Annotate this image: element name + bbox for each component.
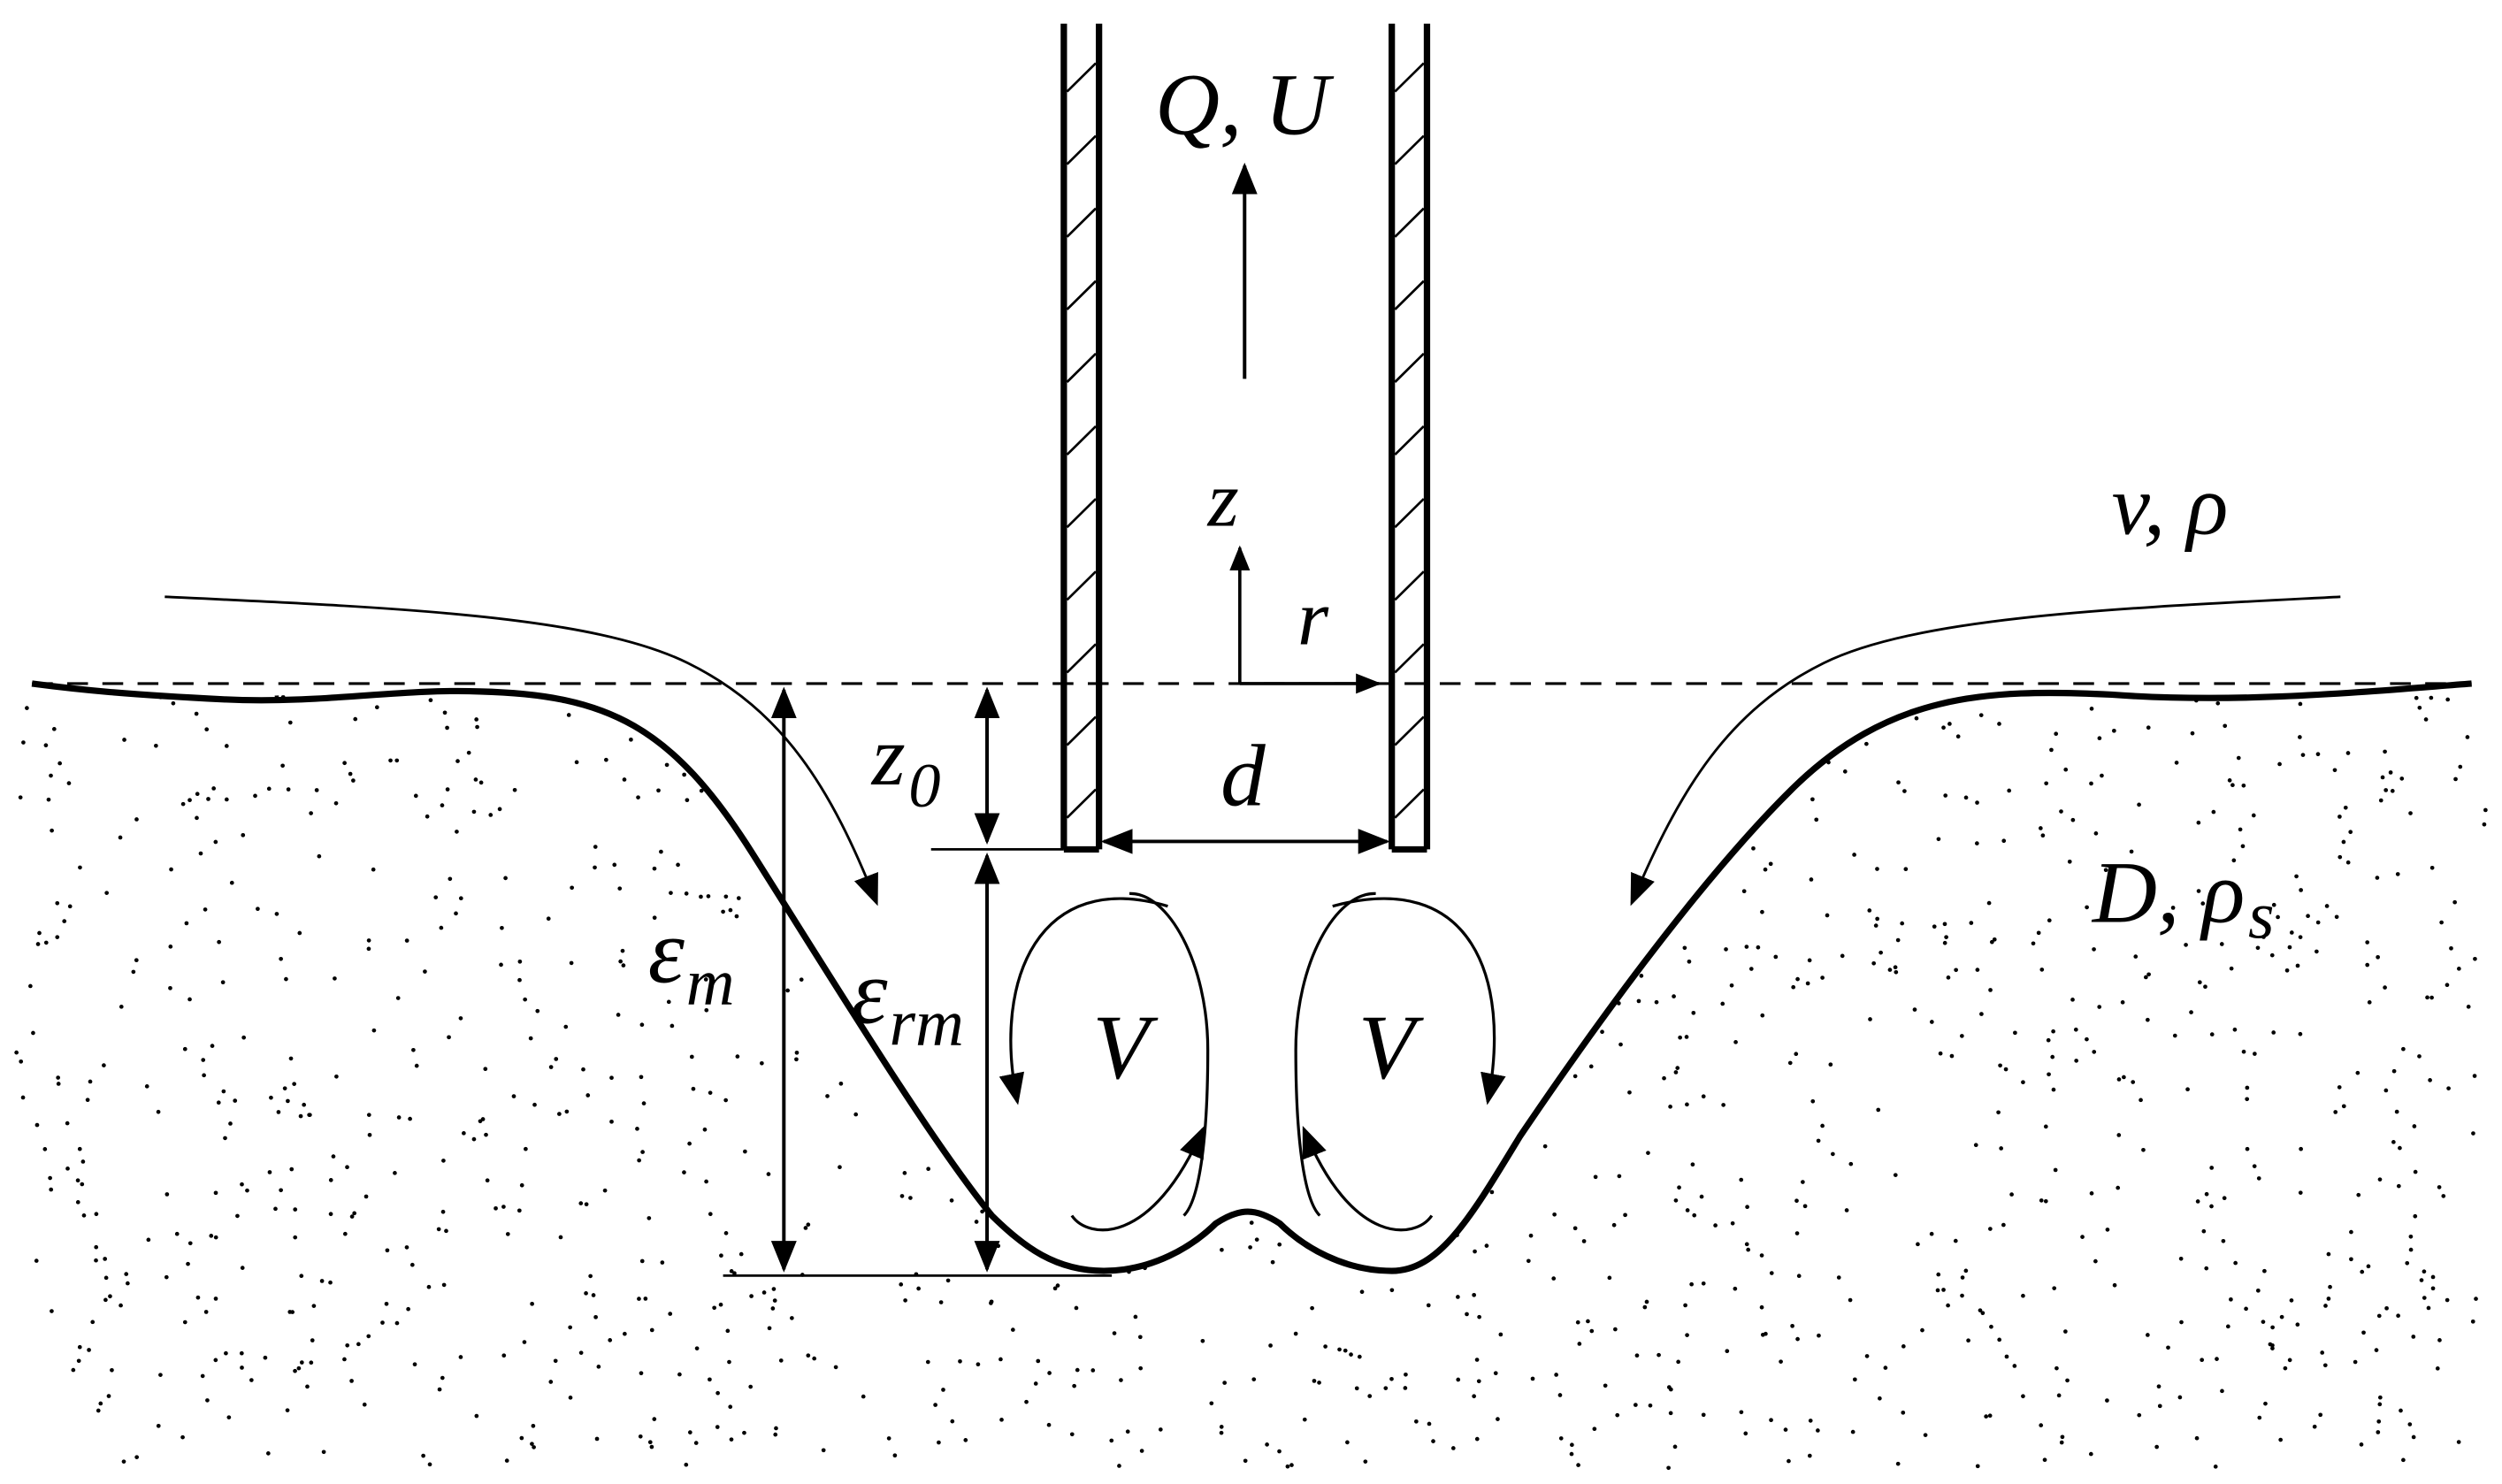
eps-rm-label-sub: rm [889, 987, 963, 1059]
sediment-label: D, ρs [2091, 843, 2275, 952]
pipe-right-wall [1389, 23, 1431, 853]
streamline-left [165, 595, 878, 906]
streamline-right [1630, 595, 2341, 906]
pipe-left-wall [1060, 23, 1103, 853]
vortex-left [999, 891, 1210, 1232]
z0-label-main: z [870, 709, 906, 803]
eps-m-label-main: ε [648, 900, 685, 1002]
vortex-right [1294, 891, 1506, 1232]
sediment-label-sub: s [2248, 880, 2275, 952]
suction-pipe [1060, 23, 1431, 853]
vortex-left-label: V [1092, 997, 1158, 1098]
r-axis-label: r [1297, 575, 1329, 662]
flow-label: Q, U [1155, 55, 1335, 153]
eps-m-label: εm [648, 900, 735, 1019]
z0-label: z0 [870, 709, 941, 821]
z-axis-label: z [1206, 456, 1239, 543]
fluid-region [0, 0, 2502, 1271]
diameter-label: d [1220, 726, 1266, 824]
eps-rm-label: εrm [851, 941, 964, 1059]
fluid-label: v, ρ [2112, 458, 2229, 552]
sediment-label-main: D, ρ [2091, 843, 2245, 941]
scour-hole-profile [31, 680, 2472, 1274]
eps-m-label-sub: m [686, 946, 735, 1019]
eps-rm-label-main: ε [851, 941, 887, 1043]
z0-label-sub: 0 [908, 751, 940, 821]
vortex-right-label: V [1358, 997, 1424, 1098]
